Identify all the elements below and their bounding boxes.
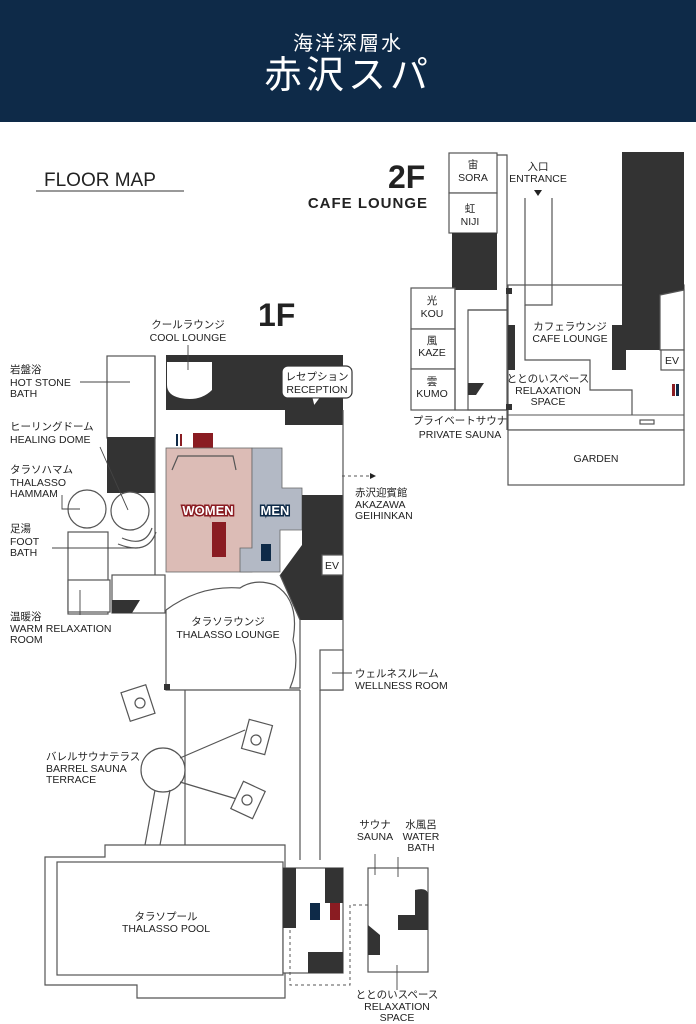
men-label: MEN [261,503,290,518]
relax-2f-en1: RELAXATION [515,385,581,397]
water-bath-en1: WATER [403,831,440,843]
akazawa-en1: AKAZAWA [355,499,406,511]
cafe-lounge-ja: カフェラウンジ [533,321,607,333]
relax-1f-ja: ととのいスペース [356,989,439,1001]
header-banner: 海洋深層水 赤沢スパ [0,0,696,122]
wellness-en: WELLNESS ROOM [355,680,448,692]
water-bath-en2: BATH [407,842,434,854]
entrance-ja: 入口 [528,161,549,173]
thalasso-lounge-ja: タラソラウンジ [191,616,265,628]
foot-bath-ja: 足湯 [10,523,31,535]
reception-en: RECEPTION [286,384,347,396]
floor-2f-subtitle: CAFE LOUNGE [308,195,428,212]
floor-1f-title: 1F [258,297,295,333]
healing-dome-en: HEALING DOME [10,434,91,446]
garden-label: GARDEN [574,453,619,465]
floor-1f: 1F EV WOMEN MEN [10,297,448,1024]
akazawa-en2: GEIHINKAN [355,510,413,522]
room-sora-ja: 宙 [468,158,479,171]
room-niji-en: NIJI [461,216,480,228]
room-kaze-en: KAZE [418,347,445,359]
hotstone-ja: 岩盤浴 [10,363,42,376]
sauna-ja: サウナ [359,819,391,831]
cool-lounge-en: COOL LOUNGE [150,332,227,344]
pool-en: THALASSO POOL [122,923,210,935]
header-title: 赤沢スパ [264,53,432,97]
room-kou-en: KOU [421,308,444,320]
relax-2f-en2: SPACE [531,396,566,408]
relax-1f-en2: SPACE [380,1012,415,1024]
pool-ja: タラソプール [135,911,198,923]
healing-dome-ja: ヒーリングドーム [10,420,94,433]
ev-2f-label: EV [665,355,679,367]
foot-bath-en1: FOOT [10,536,40,548]
barrel-en1: BARREL SAUNA [46,763,127,775]
relax-2f-ja: ととのいスペース [507,373,590,385]
hammam-en2: HAMMAM [10,488,58,500]
hotstone-en2: BATH [10,388,37,400]
relax-1f-en1: RELAXATION [364,1001,430,1013]
wellness-ja: ウェルネスルーム [355,668,439,680]
akazawa-ja: 赤沢迎賓館 [355,486,408,499]
room-kaze-ja: 風 [427,335,438,347]
room-kou-ja: 光 [427,294,438,307]
cafe-lounge-en: CAFE LOUNGE [532,333,607,345]
hammam-ja: タラソハマム [10,464,73,476]
floor-map-label: FLOOR MAP [44,170,156,191]
reception-ja: レセプション [286,371,349,383]
entrance-en: ENTRANCE [509,173,567,185]
barrel-en2: TERRACE [46,774,96,786]
ev-1f-label: EV [325,560,339,572]
floor-2f: 2F CAFE LOUNGE EV 宙 SORA 虹 NIJI 光 KO [308,152,685,486]
water-bath-ja: 水風呂 [405,819,437,831]
floor-2f-title: 2F [388,159,425,195]
barrel-ja: バレルサウナテラス [46,751,140,763]
private-sauna-en: PRIVATE SAUNA [419,429,501,441]
private-sauna-ja: プライベートサウナ [413,415,508,427]
room-kumo-ja: 雲 [427,376,438,388]
sauna-en: SAUNA [357,831,393,843]
room-sora-en: SORA [458,172,488,184]
room-niji-ja: 虹 [465,203,476,215]
header-subtitle: 海洋深層水 [293,31,403,55]
cool-lounge-ja: クールラウンジ [151,319,225,331]
thalasso-lounge-en: THALASSO LOUNGE [176,629,279,641]
foot-bath-en2: BATH [10,547,37,559]
warm-room-en2: ROOM [10,634,43,646]
warm-room-ja: 温暖浴 [10,610,42,623]
hotstone-en1: HOT STONE [10,377,71,389]
women-label: WOMEN [182,503,233,518]
hammam-en1: THALASSO [10,477,66,489]
warm-room-en1: WARM RELAXATION [10,623,112,635]
room-kumo-en: KUMO [416,388,448,400]
